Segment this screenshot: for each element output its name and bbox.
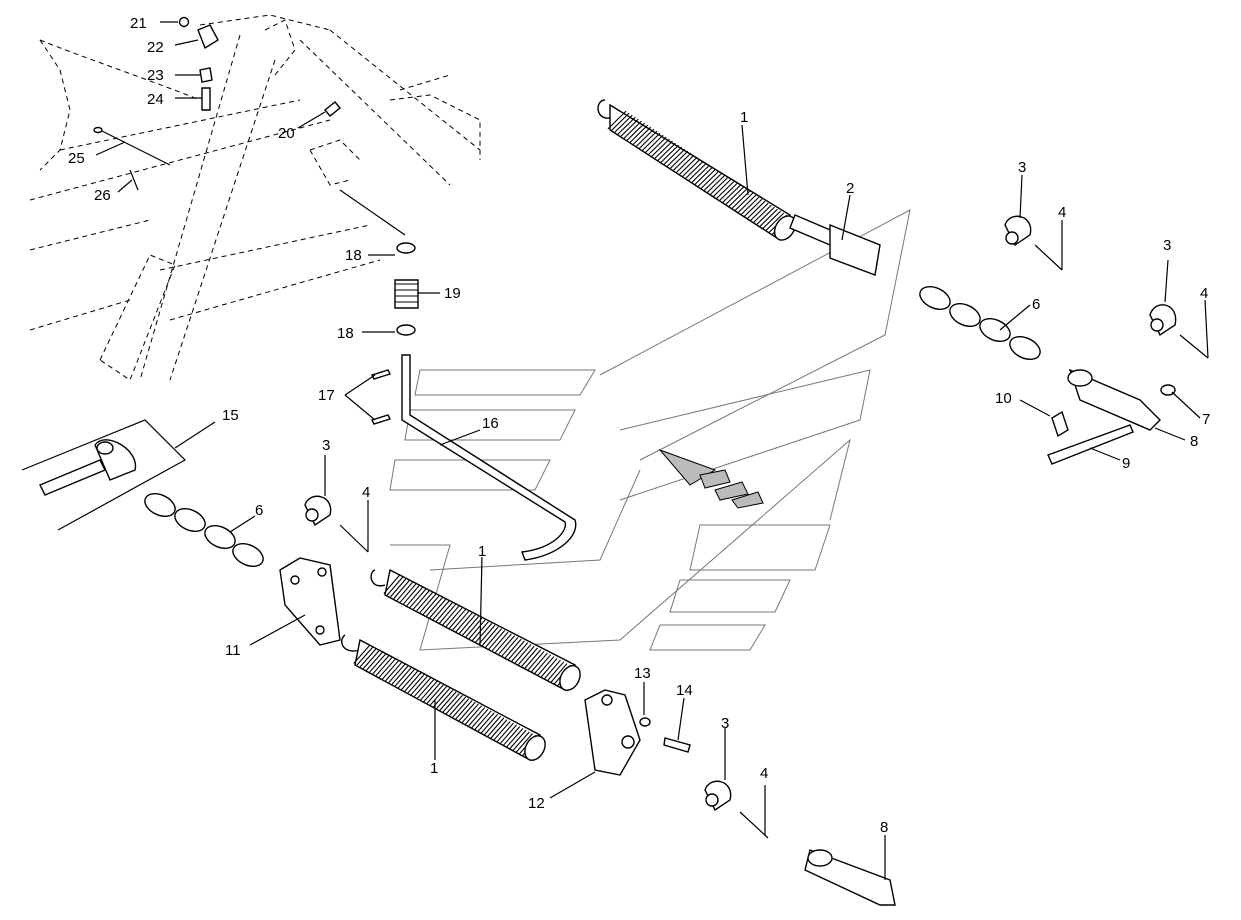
callout-4: 4 <box>362 484 370 501</box>
callout-4: 4 <box>760 765 768 782</box>
callout-18: 18 <box>345 247 362 264</box>
callout-1: 1 <box>478 543 486 560</box>
callout-16: 16 <box>482 415 499 432</box>
callout-26: 26 <box>94 187 111 204</box>
callout-17: 17 <box>318 387 335 404</box>
callout-3: 3 <box>1163 237 1171 254</box>
callout-13: 13 <box>634 665 651 682</box>
callout-25: 25 <box>68 150 85 167</box>
callout-7: 7 <box>1202 411 1210 428</box>
chain-left <box>144 492 264 568</box>
callout-20: 20 <box>278 125 295 142</box>
tension-spring-top <box>597 99 881 276</box>
callout-23: 23 <box>147 67 164 84</box>
callout-21: 21 <box>130 15 147 32</box>
rod-assembly <box>339 189 577 561</box>
callout-1: 1 <box>430 760 438 777</box>
callout-24: 24 <box>147 91 164 108</box>
callout-8: 8 <box>880 819 888 836</box>
background-logo-watermark <box>389 209 911 651</box>
callout-2: 2 <box>846 180 854 197</box>
callout-4: 4 <box>1200 285 1208 302</box>
callout-15: 15 <box>222 407 239 424</box>
tension-spring-bottom <box>341 634 546 761</box>
callout-10: 10 <box>995 390 1012 407</box>
chain-right <box>919 285 1041 361</box>
callout-19: 19 <box>444 285 461 302</box>
callout-3: 3 <box>1018 159 1026 176</box>
callout-12: 12 <box>528 795 545 812</box>
callout-9: 9 <box>1122 455 1130 472</box>
shackle-group <box>304 215 1209 839</box>
brackets-group <box>279 368 1161 906</box>
pin-clip-washer-group <box>639 384 1176 753</box>
leader-lines <box>95 21 1209 880</box>
callout-8: 8 <box>1190 433 1198 450</box>
machine-frame-outline <box>29 14 481 381</box>
small-hardware-group <box>93 16 341 191</box>
callout-6: 6 <box>255 502 263 519</box>
callout-11: 11 <box>225 642 241 659</box>
callout-3: 3 <box>721 715 729 732</box>
callout-4: 4 <box>1058 204 1066 221</box>
callout-1: 1 <box>740 109 748 126</box>
callout-3: 3 <box>322 437 330 454</box>
callout-14: 14 <box>676 682 693 699</box>
callout-18: 18 <box>337 325 354 342</box>
callout-labels: 1 1 1 2 3 3 3 3 4 4 4 4 6 6 7 8 8 9 10 1… <box>68 15 1210 836</box>
shackle-assembly-box <box>21 419 186 531</box>
callout-22: 22 <box>147 39 164 56</box>
callout-6: 6 <box>1032 296 1040 313</box>
